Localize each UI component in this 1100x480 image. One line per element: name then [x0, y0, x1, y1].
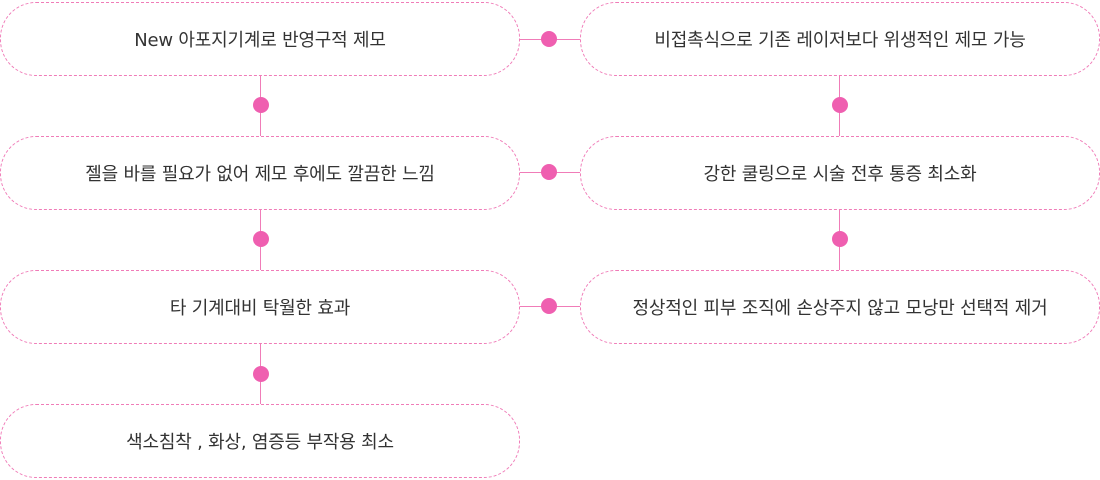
feature-box-left-3: 타 기계대비 탁월한 효과: [0, 270, 520, 344]
connector-dot: [832, 97, 848, 113]
connector-dot: [541, 31, 557, 47]
feature-box-left-4: 색소침착 , 화상, 염증등 부작용 최소: [0, 404, 520, 478]
feature-box-left-1: New 아포지기계로 반영구적 제모: [0, 2, 520, 76]
connector-dot: [253, 97, 269, 113]
feature-box-right-1: 비접촉식으로 기존 레이저보다 위생적인 제모 가능: [580, 2, 1100, 76]
feature-box-right-2: 강한 쿨링으로 시술 전후 통증 최소화: [580, 136, 1100, 210]
connector-dot: [253, 231, 269, 247]
connector-dot: [253, 366, 269, 382]
connector-dot: [832, 231, 848, 247]
feature-box-right-3: 정상적인 피부 조직에 손상주지 않고 모낭만 선택적 제거: [580, 270, 1100, 344]
feature-box-left-2: 젤을 바를 필요가 없어 제모 후에도 깔끔한 느낌: [0, 136, 520, 210]
connector-dot: [541, 298, 557, 314]
connector-dot: [541, 164, 557, 180]
